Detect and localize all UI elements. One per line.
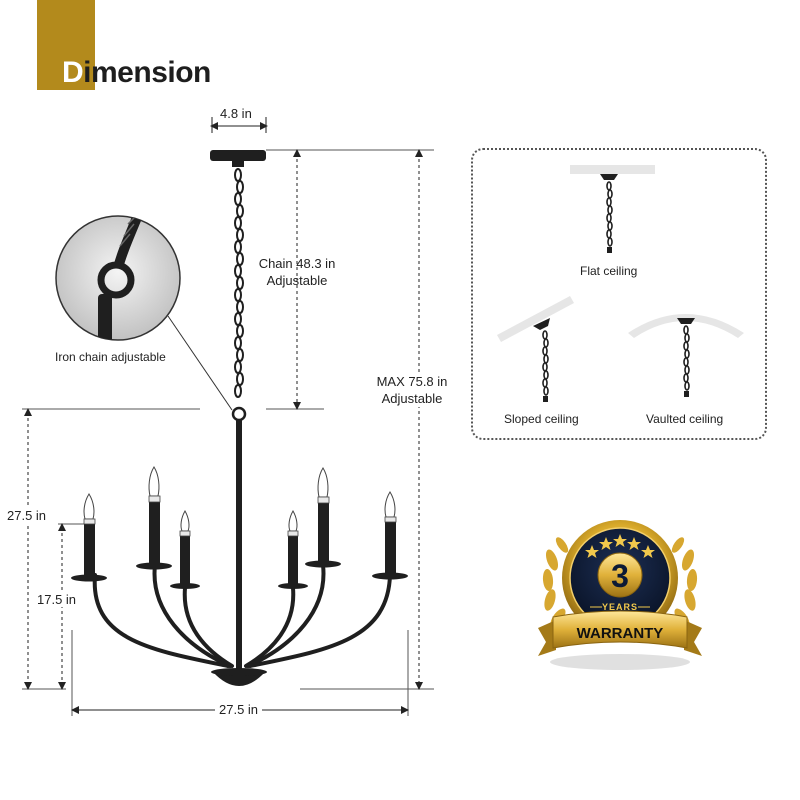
chain [231, 168, 247, 422]
warranty-badge: 3 YEARS WARRANTY [538, 520, 702, 670]
flat-ceiling-label: Flat ceiling [580, 264, 638, 278]
height-dimensions [22, 408, 200, 690]
candle-1 [71, 493, 107, 582]
sloped-ceiling-label: Sloped ceiling [504, 412, 579, 426]
candle-5 [305, 467, 341, 568]
flat-ceiling-graphic [570, 165, 655, 253]
center-rod [236, 420, 242, 670]
canopy [210, 150, 266, 167]
total-height-label: 27.5 in [6, 508, 48, 523]
arm-height-label: 17.5 in [36, 592, 78, 607]
ceiling-types-panel [471, 148, 767, 440]
candle-6 [372, 491, 408, 580]
width-label: 27.5 in [215, 702, 263, 717]
vaulted-ceiling-label: Vaulted ceiling [646, 412, 724, 426]
candle-2 [136, 466, 172, 570]
chain-detail-caption: Iron chain adjustable [55, 350, 166, 364]
title-rest: imension [83, 56, 211, 89]
max-height-line2: Adjustable [381, 391, 443, 406]
candle-3 [170, 509, 200, 589]
chain-length-line1: Chain 48.3 in [258, 256, 336, 271]
chain-length-line2: Adjustable [266, 273, 328, 288]
max-height-dimension [300, 149, 434, 690]
sloped-ceiling-graphic [497, 296, 574, 402]
vaulted-ceiling-graphic [628, 314, 744, 397]
canopy-width-label: 4.8 in [220, 106, 252, 121]
chain-detail-circle [55, 215, 233, 411]
title-first-letter: D [62, 56, 84, 89]
page-title: Dimension [62, 56, 211, 90]
candle-4 [278, 509, 308, 589]
chain-length-label: Chain 48.3 in Adjustable [252, 255, 342, 289]
warranty-years: YEARS [602, 602, 638, 612]
rating-stars [585, 534, 655, 558]
max-height-label: MAX 75.8 in Adjustable [364, 373, 460, 407]
max-height-line1: MAX 75.8 in [376, 374, 448, 389]
chandelier-arms [92, 563, 392, 668]
gold-accent-block [37, 0, 95, 90]
warranty-number: 3 [611, 558, 629, 594]
canopy-width-dimension [210, 117, 268, 133]
warranty-banner: WARRANTY [577, 625, 664, 642]
